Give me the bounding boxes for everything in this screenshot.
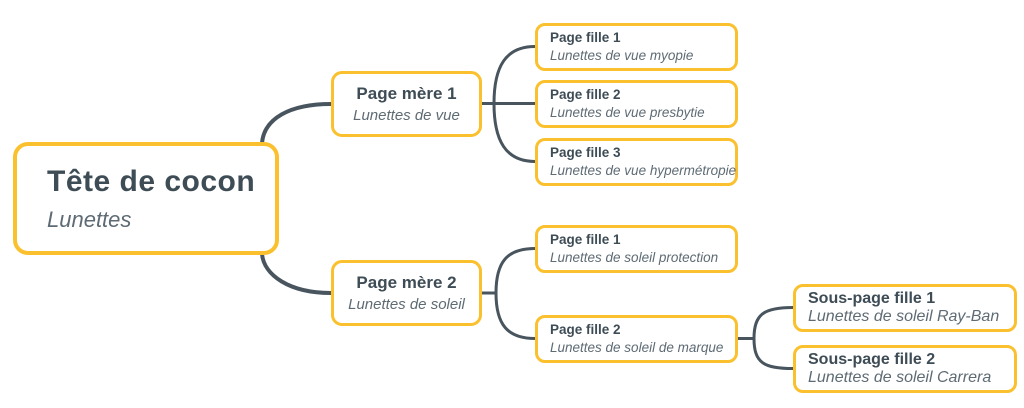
root-node-title: Tête de cocon [47, 165, 256, 199]
subchild-node-2-title: Sous-page fille 2 [808, 350, 936, 368]
child-node-1-1-subtitle: Lunettes de vue myopie [550, 48, 694, 63]
child-node-2-1-title: Page fille 1 [550, 232, 621, 248]
connector-child2-to-subchild2 [752, 337, 795, 370]
child-node-2-2: Page fille 2 Lunettes de soleil de marqu… [535, 315, 738, 363]
child-node-1-3-subtitle: Lunettes de vue hypermétropie [550, 163, 737, 178]
subchild-node-2: Sous-page fille 2 Lunettes de soleil Car… [793, 345, 1017, 393]
child-node-1-3: Page fille 3 Lunettes de vue hypermétrop… [535, 138, 738, 186]
subchild-node-2-subtitle: Lunettes de soleil Carrera [808, 369, 992, 386]
parent-node-1-title: Page mère 1 [356, 84, 457, 104]
parent-node-2-subtitle: Lunettes de soleil [348, 295, 465, 313]
child-node-1-1: Page fille 1 Lunettes de vue myopie [535, 23, 738, 71]
child-node-1-2: Page fille 2 Lunettes de vue presbytie [535, 80, 738, 128]
child-node-2-1-subtitle: Lunettes de soleil protection [550, 250, 719, 265]
root-node: Tête de cocon Lunettes [13, 142, 279, 255]
child-node-2-2-subtitle: Lunettes de soleil de marque [550, 340, 724, 355]
child-node-1-3-title: Page fille 3 [550, 145, 621, 161]
connector-parent1-to-child3 [492, 102, 537, 163]
connector-parent2-to-child1 [494, 247, 537, 295]
parent-node-1-subtitle: Lunettes de vue [353, 106, 460, 124]
subchild-node-1: Sous-page fille 1 Lunettes de soleil Ray… [793, 284, 1017, 332]
parent-node-2: Page mère 2 Lunettes de soleil [331, 260, 482, 326]
child-node-2-2-title: Page fille 2 [550, 322, 621, 338]
connector-child2-to-subchild1 [752, 306, 795, 340]
connector-parent1-to-child1 [492, 45, 537, 105]
subchild-node-1-title: Sous-page fille 1 [808, 289, 936, 307]
parent-node-1: Page mère 1 Lunettes de vue [331, 71, 482, 137]
child-node-2-1: Page fille 1 Lunettes de soleil protecti… [535, 225, 738, 273]
child-node-1-2-subtitle: Lunettes de vue presbytie [550, 105, 705, 120]
connector-parent2-to-child2 [494, 291, 537, 340]
root-node-subtitle: Lunettes [47, 206, 132, 232]
parent-node-2-title: Page mère 2 [356, 273, 457, 293]
child-node-1-2-title: Page fille 2 [550, 87, 621, 103]
connector-root-to-parent1 [260, 102, 333, 145]
connector-root-to-parent2 [260, 252, 333, 295]
subchild-node-1-subtitle: Lunettes de soleil Ray-Ban [808, 308, 1000, 325]
child-node-1-1-title: Page fille 1 [550, 30, 621, 46]
